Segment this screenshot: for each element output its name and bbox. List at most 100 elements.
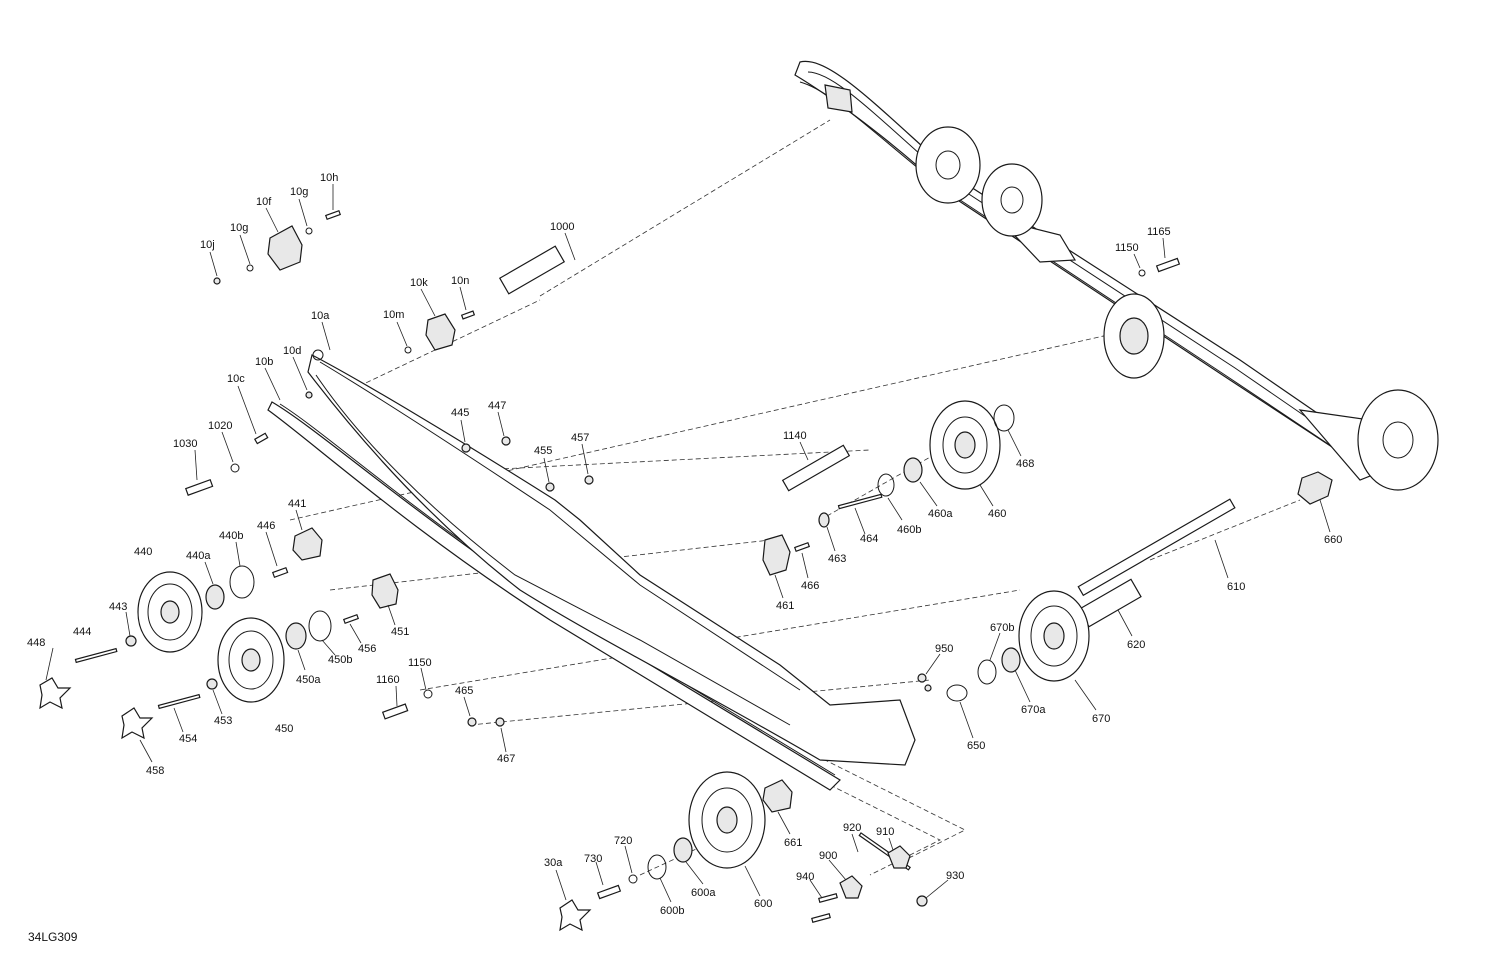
callout-label: 1140 xyxy=(783,430,807,442)
callout-label: 950 xyxy=(935,643,953,655)
right-rail-assembly xyxy=(794,60,1439,491)
callout-label: 468 xyxy=(1016,458,1034,470)
shaft-1140 xyxy=(781,444,851,492)
callout-label: 460a xyxy=(928,508,953,520)
callout-label: 10b xyxy=(255,356,273,368)
callout-label: 467 xyxy=(497,753,515,765)
left-rail-assembly xyxy=(267,349,916,791)
callout-label: 446 xyxy=(257,520,275,532)
callout-label: 448 xyxy=(27,637,45,649)
axle-block-451 xyxy=(371,573,399,609)
callout-label: 1030 xyxy=(173,438,197,450)
callout-label: 10m xyxy=(383,309,404,321)
callout-label: 444 xyxy=(73,626,91,638)
callout-label: 10h xyxy=(320,172,338,184)
callout-label: 450a xyxy=(296,674,321,686)
callout-label: 450 xyxy=(275,723,293,735)
callout-label: 464 xyxy=(860,533,878,545)
bracket-900 xyxy=(839,875,863,899)
callout-label: 10g xyxy=(230,222,248,234)
bottom-wheel-group xyxy=(559,771,928,932)
block-10k xyxy=(425,313,456,351)
callout-label: 600b xyxy=(660,905,684,917)
callout-label: 10a xyxy=(311,310,330,322)
callout-label: 463 xyxy=(828,553,846,565)
callout-label: 460 xyxy=(988,508,1006,520)
callout-label: 457 xyxy=(571,432,589,444)
callout-label: 466 xyxy=(801,580,819,592)
callout-label: 10c xyxy=(227,373,245,385)
callout-label: 455 xyxy=(534,445,552,457)
callout-label: 456 xyxy=(358,643,376,655)
callout-label: 450b xyxy=(328,654,352,666)
left-wheel-group xyxy=(39,527,399,740)
upper-idler-wheel-1 xyxy=(915,126,981,204)
callout-label: 900 xyxy=(819,850,837,862)
callout-label: 10g xyxy=(290,186,308,198)
callout-label: 600a xyxy=(691,887,716,899)
rear-wheel-right xyxy=(1357,389,1439,491)
center-right-group xyxy=(762,257,1333,702)
callout-label: 670b xyxy=(990,622,1014,634)
callout-label: 447 xyxy=(488,400,506,412)
callout-label: 10d xyxy=(283,345,301,357)
callout-label: 660 xyxy=(1324,534,1342,546)
hub-448 xyxy=(39,677,72,710)
leader-lines xyxy=(45,184,1331,903)
callout-label: 940 xyxy=(796,871,814,883)
hub-660 xyxy=(1297,471,1333,505)
callout-label: 465 xyxy=(455,685,473,697)
shaft-1000 xyxy=(498,245,566,295)
callout-label: 10n xyxy=(451,275,469,287)
callout-label: 670a xyxy=(1021,704,1046,716)
bracket-910 xyxy=(887,845,911,869)
callout-label: 440b xyxy=(219,530,243,542)
callout-label: 600 xyxy=(754,898,772,910)
callout-label: 461 xyxy=(776,600,794,612)
slide-10b xyxy=(267,401,841,791)
axle-block-461 xyxy=(762,534,791,576)
callout-label: 460b xyxy=(897,524,921,536)
callout-label: 670 xyxy=(1092,713,1110,725)
callout-label: 445 xyxy=(451,407,469,419)
callout-label: 1000 xyxy=(550,221,574,233)
axle-block-441 xyxy=(292,527,323,561)
callout-label: 730 xyxy=(584,853,602,865)
callout-label: 661 xyxy=(784,837,802,849)
bolt-1030 xyxy=(184,478,214,496)
callout-label: 1150 xyxy=(1115,242,1139,254)
callout-label: 610 xyxy=(1227,581,1245,593)
upper-left-hardware xyxy=(184,209,566,496)
callout-label: 1165 xyxy=(1147,226,1171,238)
hub-458 xyxy=(121,707,154,740)
callout-labels: 10h 10g 10f 10g 10j 1000 10k 10n 10m 10a… xyxy=(27,172,1342,917)
rail-10a xyxy=(307,354,916,766)
callout-label: 920 xyxy=(843,822,861,834)
bolt-1160 xyxy=(381,703,409,720)
callout-label: 440 xyxy=(134,546,152,558)
callout-label: 10j xyxy=(200,239,215,251)
callout-label: 10f xyxy=(256,196,272,208)
callout-label: 1150 xyxy=(408,657,432,669)
callout-label: 720 xyxy=(614,835,632,847)
rail-cap-10f xyxy=(267,225,303,271)
callout-label: 620 xyxy=(1127,639,1145,651)
drawing-code: 34LG309 xyxy=(28,930,78,944)
callout-label: 30a xyxy=(544,857,563,869)
callout-label: 453 xyxy=(214,715,232,727)
hub-30a xyxy=(559,899,592,932)
upper-idler-wheel-2 xyxy=(981,163,1043,237)
rail-fasteners xyxy=(381,436,594,727)
axle-block-661 xyxy=(762,779,793,813)
shaft-610 xyxy=(1077,498,1236,597)
callout-label: 650 xyxy=(967,740,985,752)
callout-label: 440a xyxy=(186,550,211,562)
callout-label: 451 xyxy=(391,626,409,638)
callout-label: 1160 xyxy=(376,674,400,686)
callout-label: 910 xyxy=(876,826,894,838)
callout-label: 443 xyxy=(109,601,127,613)
callout-label: 10k xyxy=(410,277,428,289)
callout-label: 454 xyxy=(179,733,197,745)
callout-label: 441 xyxy=(288,498,306,510)
